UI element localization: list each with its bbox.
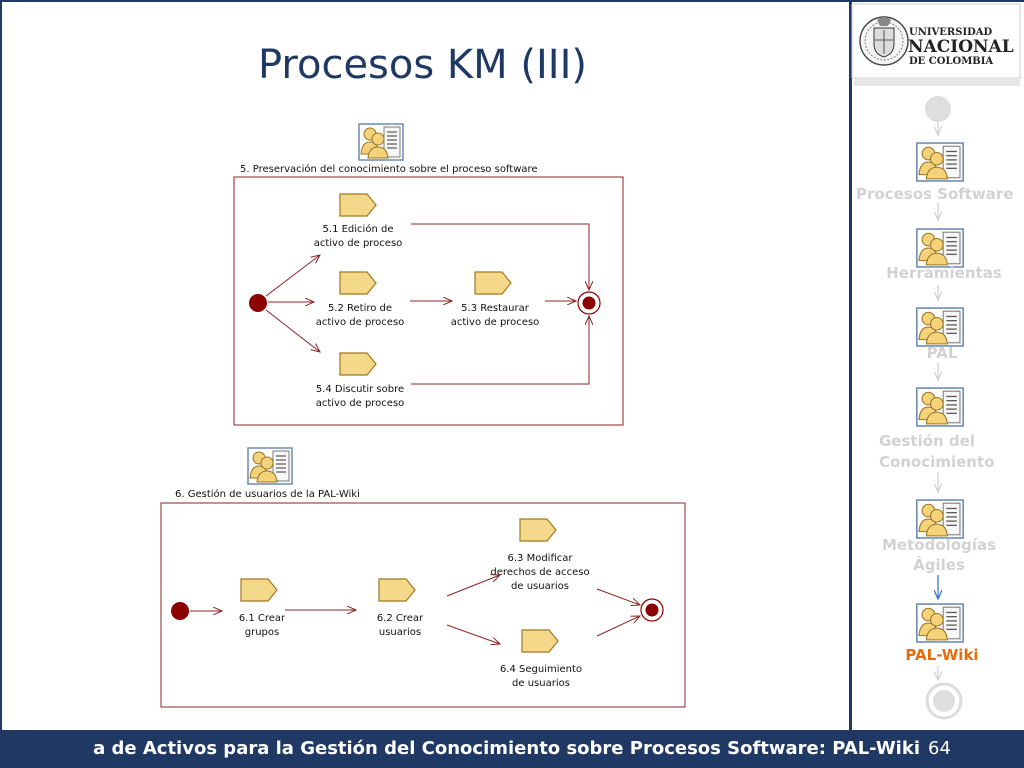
logo-text: DE COLOMBIA: [909, 56, 993, 67]
process-5-flows: [265, 223, 589, 385]
activity-5-2-label: 5.2 Retiro de: [328, 303, 392, 314]
role-icon: [915, 142, 965, 182]
process-6-flows: [190, 575, 640, 644]
final-node-icon: [640, 598, 664, 622]
role-icon: [915, 228, 965, 268]
slide-canvas: 5. Preservación del conocimiento sobre e…: [160, 3, 1021, 720]
activity-5-2-icon: [339, 271, 377, 295]
page-number: 64: [928, 738, 951, 759]
process-6-title: 6. Gestión de usuarios de la PAL-Wiki: [175, 488, 360, 500]
process-5-diagram: 5. Preservación del conocimiento sobre e…: [233, 123, 624, 426]
nav-item-gestion-conocimiento[interactable]: Gestión del: [879, 432, 975, 450]
end-node-icon: [925, 682, 963, 720]
activity-6-3-label: 6.3 Modificar: [508, 553, 574, 564]
logo-text: UNIVERSIDAD: [909, 27, 993, 38]
process-5-frame: [233, 176, 624, 426]
coat-of-arms-icon: [859, 16, 909, 66]
activity-5-2-label: activo de proceso: [316, 317, 405, 328]
slide-title: Procesos KM (III): [258, 42, 587, 88]
footer-title: a de Activos para la Gestión del Conocim…: [93, 738, 920, 759]
role-icon: [358, 123, 404, 161]
activity-6-3-label: de usuarios: [511, 581, 569, 592]
activity-6-1-icon: [240, 578, 278, 602]
activity-5-4-icon: [339, 352, 377, 376]
role-icon: [915, 387, 965, 427]
nav-item-metodologias-agiles[interactable]: Ágiles: [913, 555, 965, 574]
activity-6-4-label: 6.4 Seguimiento: [500, 664, 582, 675]
activity-6-2-label: 6.2 Crear: [377, 613, 424, 624]
university-logo: UNIVERSIDAD NACIONAL DE COLOMBIA: [851, 3, 1021, 86]
activity-6-2-icon: [378, 578, 416, 602]
nav-item-procesos-software[interactable]: Procesos Software: [856, 185, 1014, 203]
navigation-flow: Procesos Software Herramientas PAL Gesti…: [856, 96, 1014, 720]
activity-6-3-label: derechos de acceso: [490, 567, 589, 578]
role-icon: [915, 603, 965, 643]
nav-item-herramientas[interactable]: Herramientas: [886, 264, 1002, 282]
nav-item-metodologias-agiles[interactable]: Metodologías: [882, 536, 996, 554]
activity-5-1-icon: [339, 193, 377, 217]
initial-node-icon: [171, 602, 189, 620]
activity-5-4-label: activo de proceso: [316, 398, 405, 409]
process-5-title: 5. Preservación del conocimiento sobre e…: [240, 163, 538, 175]
role-icon: [247, 447, 293, 485]
role-icon: [915, 499, 965, 539]
activity-6-1-label: 6.1 Crear: [239, 613, 286, 624]
activity-5-3-label: 5.3 Restaurar: [461, 303, 530, 314]
process-6-diagram: 6. Gestión de usuarios de la PAL-Wiki 6.…: [160, 447, 686, 708]
final-node-icon: [577, 291, 601, 315]
slide-frame: [0, 0, 851, 730]
activity-5-4-label: 5.4 Discutir sobre: [316, 384, 404, 395]
role-icon: [915, 307, 965, 347]
nav-item-pal-wiki[interactable]: PAL-Wiki: [905, 646, 978, 664]
activity-6-2-label: usuarios: [379, 627, 421, 638]
activity-5-3-label: activo de proceso: [451, 317, 540, 328]
process-6-frame: [160, 502, 686, 708]
logo-text: NACIONAL: [908, 37, 1014, 57]
activity-5-1-label: activo de proceso: [314, 238, 403, 249]
activity-5-1-label: 5.1 Edición de: [323, 223, 394, 235]
activity-6-1-label: grupos: [245, 627, 279, 638]
activity-6-4-icon: [521, 629, 559, 653]
activity-6-4-label: de usuarios: [512, 678, 570, 689]
nav-item-gestion-conocimiento[interactable]: Conocimiento: [879, 453, 994, 471]
initial-node-icon: [249, 294, 267, 312]
start-node-icon: [925, 96, 951, 122]
activity-6-3-icon: [519, 518, 557, 542]
activity-5-3-icon: [474, 271, 512, 295]
footer-bar: a de Activos para la Gestión del Conocim…: [0, 730, 1024, 768]
nav-item-pal[interactable]: PAL: [927, 344, 958, 362]
